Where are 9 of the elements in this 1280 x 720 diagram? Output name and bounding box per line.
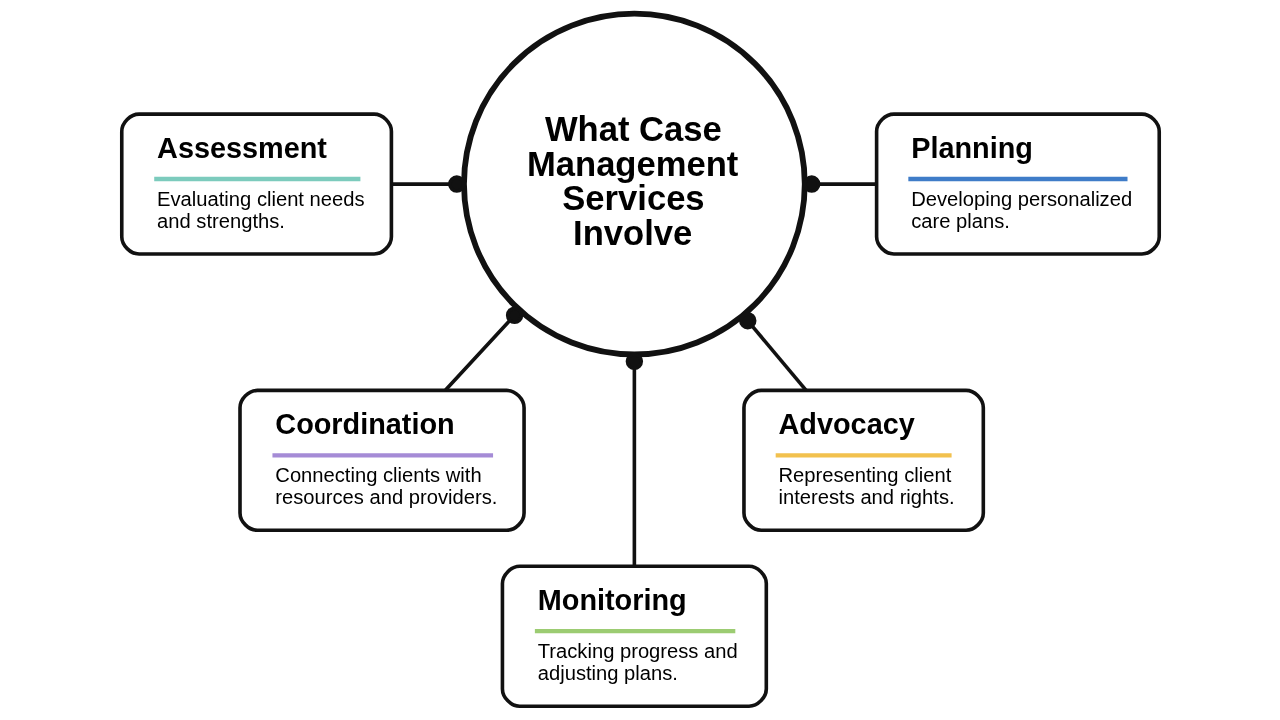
node-box: Coordination Connecting clients with resources and providers. [237, 388, 526, 533]
node-box: Advocacy Representing client interests and rights. [741, 388, 985, 533]
connector [738, 311, 808, 392]
node-box: Planning Developing personalized care plans. [874, 112, 1161, 256]
node-box: Monitoring Tracking progress and adjusting plans. [500, 564, 768, 708]
node-box: Assessment Evaluating client needs and strengths. [119, 112, 393, 256]
connector [443, 306, 523, 392]
connector [391, 175, 465, 193]
node-circle: What Case Management Services Involve [460, 10, 808, 358]
